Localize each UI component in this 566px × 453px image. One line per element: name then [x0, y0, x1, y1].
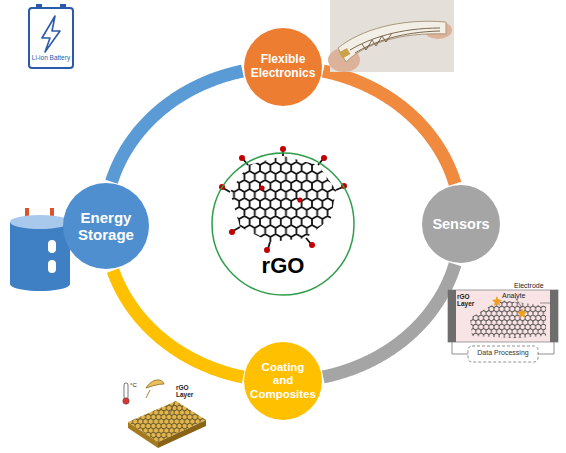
callout-label: °C — [130, 382, 144, 389]
rgo-sensing-layer — [465, 298, 550, 340]
battery-icon — [29, 4, 73, 68]
node-circle: Sensors — [421, 184, 501, 264]
sensor-schematic — [448, 290, 558, 362]
capacitor-mark — [48, 240, 56, 253]
circle-shape — [422, 185, 500, 263]
circuit-trace — [350, 28, 440, 53]
ring-arc — [112, 71, 243, 182]
callout-label: rGO Layer — [457, 293, 481, 307]
capacitor-base — [10, 277, 70, 291]
leaf-symbol — [146, 380, 164, 398]
flexible-film — [338, 21, 446, 62]
capacitor-top — [10, 215, 70, 229]
callout-label: Li-ion Battery — [29, 54, 73, 61]
chip — [339, 48, 350, 59]
oxygen-atoms — [219, 146, 347, 253]
circle-shape — [244, 28, 322, 106]
processing-box — [468, 346, 538, 362]
node-label: rGO — [233, 253, 333, 278]
callout-label: Electrode — [514, 282, 554, 290]
ring-arc — [323, 71, 455, 184]
analyte-star — [492, 296, 502, 306]
circle-shape — [63, 183, 149, 269]
capacitor-mark — [48, 260, 56, 273]
flexible-film-photo — [328, 0, 454, 72]
electrode — [550, 290, 558, 342]
leader-line — [170, 404, 174, 414]
callout-label: Analyte — [502, 292, 536, 300]
circle-shape — [212, 153, 354, 295]
node-circle: rGO — [211, 152, 355, 296]
node-label: Energy Storage — [66, 209, 146, 244]
sensor-substrate — [448, 290, 558, 342]
ring-arc — [113, 271, 243, 377]
thermometer-bulb — [123, 398, 129, 404]
node-label: Flexible Electronics — [246, 53, 320, 81]
rgo-molecule — [219, 146, 347, 253]
callout-label: Data Processing — [468, 349, 538, 357]
circle-shape — [244, 342, 322, 420]
functional-bonds — [223, 150, 343, 249]
capacitor-body — [10, 222, 70, 284]
capacitor-icon — [10, 208, 70, 291]
node-circle: Energy Storage — [62, 182, 150, 270]
battery-body — [29, 8, 73, 68]
leader-line — [540, 303, 551, 304]
node-circle: Flexible Electronics — [243, 27, 323, 107]
callout-label: rGO Layer — [176, 384, 200, 398]
node-label: Coating and Composites — [250, 361, 316, 401]
node-label: Sensors — [423, 216, 499, 233]
thermometer — [124, 383, 128, 399]
lightning-symbol — [42, 16, 60, 52]
rgo-coating — [125, 398, 210, 446]
coating-plate — [123, 380, 210, 448]
ring-arc — [323, 264, 455, 377]
analyte-star — [517, 308, 527, 318]
electrode — [448, 290, 456, 342]
node-circle: Coating and Composites — [243, 341, 323, 421]
